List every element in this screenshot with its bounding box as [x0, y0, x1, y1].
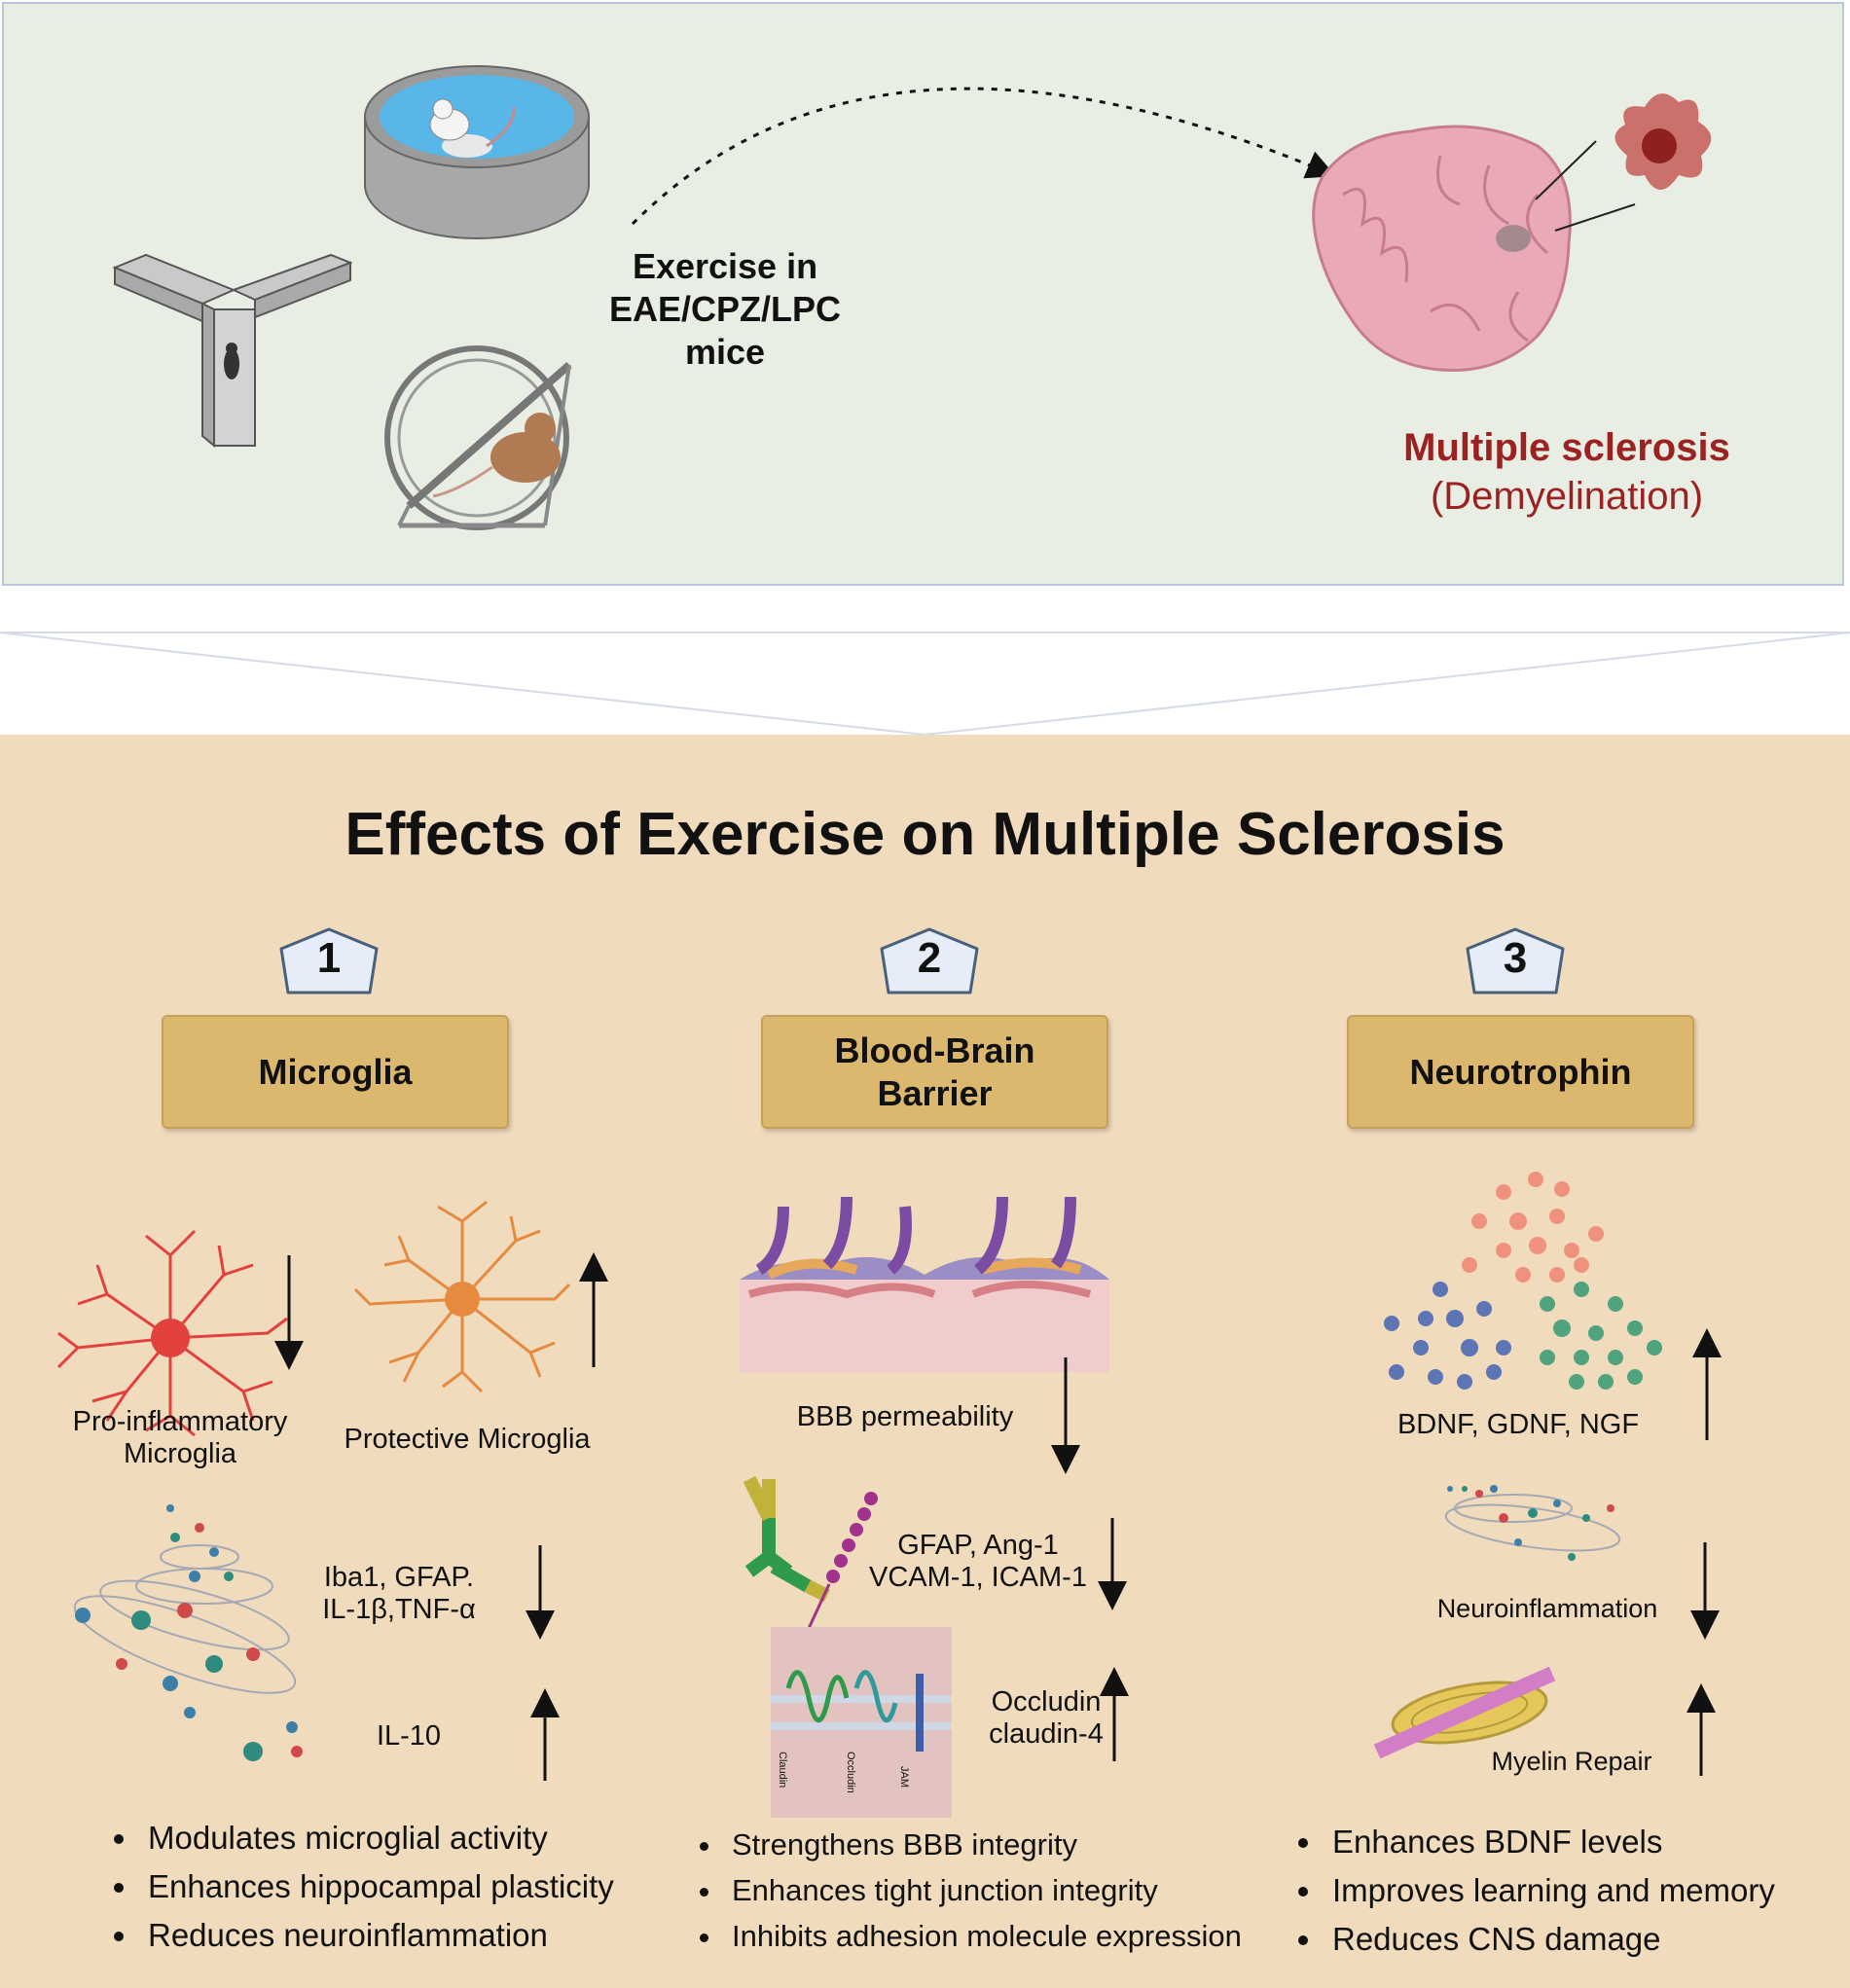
bullets-microglia: Modulates microglial activity Enhances h…: [105, 1814, 614, 1960]
column-number-2: 2: [917, 934, 942, 982]
category-microglia: Microglia: [162, 1015, 509, 1129]
neuroinflammation-icon: [1444, 1485, 1621, 1561]
category-neurotrophin: Neurotrophin: [1347, 1015, 1694, 1129]
bullet: Inhibits adhesion molecule expression: [724, 1913, 1242, 1959]
column-number-3: 3: [1503, 934, 1528, 982]
label-protective: Protective Microglia: [344, 1424, 591, 1455]
panel-chevron: [0, 632, 1850, 737]
myelin-sheath-icon: [1373, 1666, 1556, 1759]
bullet: Reduces CNS damage: [1324, 1915, 1775, 1964]
label-myelin-repair: Myelin Repair: [1491, 1747, 1652, 1776]
lesion-cell-icon: [1614, 93, 1712, 190]
number-badge-1: [279, 927, 379, 994]
bullet: Enhances tight junction integrity: [724, 1867, 1242, 1913]
neurotrophin-dots-icon: [1384, 1172, 1662, 1390]
label-markers-down: Iba1, GFAP. IL-1β,TNF-α: [322, 1562, 476, 1625]
bullets-neurotrophin: Enhances BDNF levels Improves learning a…: [1289, 1818, 1775, 1964]
label-adhesion: GFAP, Ang-1 VCAM-1, ICAM-1: [869, 1530, 1087, 1593]
bullet: Improves learning and memory: [1324, 1866, 1775, 1915]
bullets-bbb: Strengthens BBB integrity Enhances tight…: [689, 1822, 1242, 1959]
brain-lesion-icon: [1312, 125, 1636, 373]
label-pro-inflammatory: Pro-inflammatory Microglia: [72, 1406, 288, 1469]
label-neurotrophins: BDNF, GDNF, NGF: [1397, 1409, 1640, 1440]
ms-subtitle: (Demyelination): [1430, 475, 1704, 518]
cytokine-cloud-icon: [73, 1504, 303, 1761]
category-bbb: Blood-Brain Barrier: [761, 1015, 1108, 1129]
label-tight-junction: Occludin claudin-4: [989, 1686, 1104, 1750]
label-bbb-permeability: BBB permeability: [796, 1401, 1014, 1432]
bullet: Strengthens BBB integrity: [724, 1822, 1242, 1867]
bullet: Modulates microglial activity: [140, 1814, 614, 1862]
bullet: Enhances hippocampal plasticity: [140, 1862, 614, 1911]
running-wheel-icon: [384, 345, 572, 530]
water-maze-icon: [364, 65, 590, 239]
microglia-icon: [56, 1229, 288, 1437]
protective-microglia-icon: [353, 1200, 571, 1393]
label-claudin: Claudin: [777, 1752, 788, 1789]
label-occludin: Occludin: [845, 1752, 856, 1793]
bullet: Enhances BDNF levels: [1324, 1818, 1775, 1866]
bullet: Reduces neuroinflammation: [140, 1911, 614, 1960]
number-badge-2: [880, 927, 979, 994]
label-jam: JAM: [898, 1766, 910, 1788]
number-badge-3: [1466, 927, 1565, 994]
y-maze-icon: [112, 253, 353, 449]
exercise-label: Exercise in EAE/CPZ/LPC mice: [608, 246, 842, 372]
main-title: Effects of Exercise on Multiple Sclerosi…: [345, 801, 1505, 868]
label-neuroinflammation: Neuroinflammation: [1436, 1594, 1658, 1623]
column-number-1: 1: [316, 934, 342, 982]
dotted-arrow: [631, 87, 1336, 226]
label-il10: IL-10: [376, 1720, 442, 1752]
bbb-vessel-icon: [740, 1196, 1109, 1372]
antibody-icon: [743, 1475, 878, 1636]
tight-junction-icon: [771, 1627, 952, 1818]
ms-title: Multiple sclerosis: [1403, 426, 1730, 469]
